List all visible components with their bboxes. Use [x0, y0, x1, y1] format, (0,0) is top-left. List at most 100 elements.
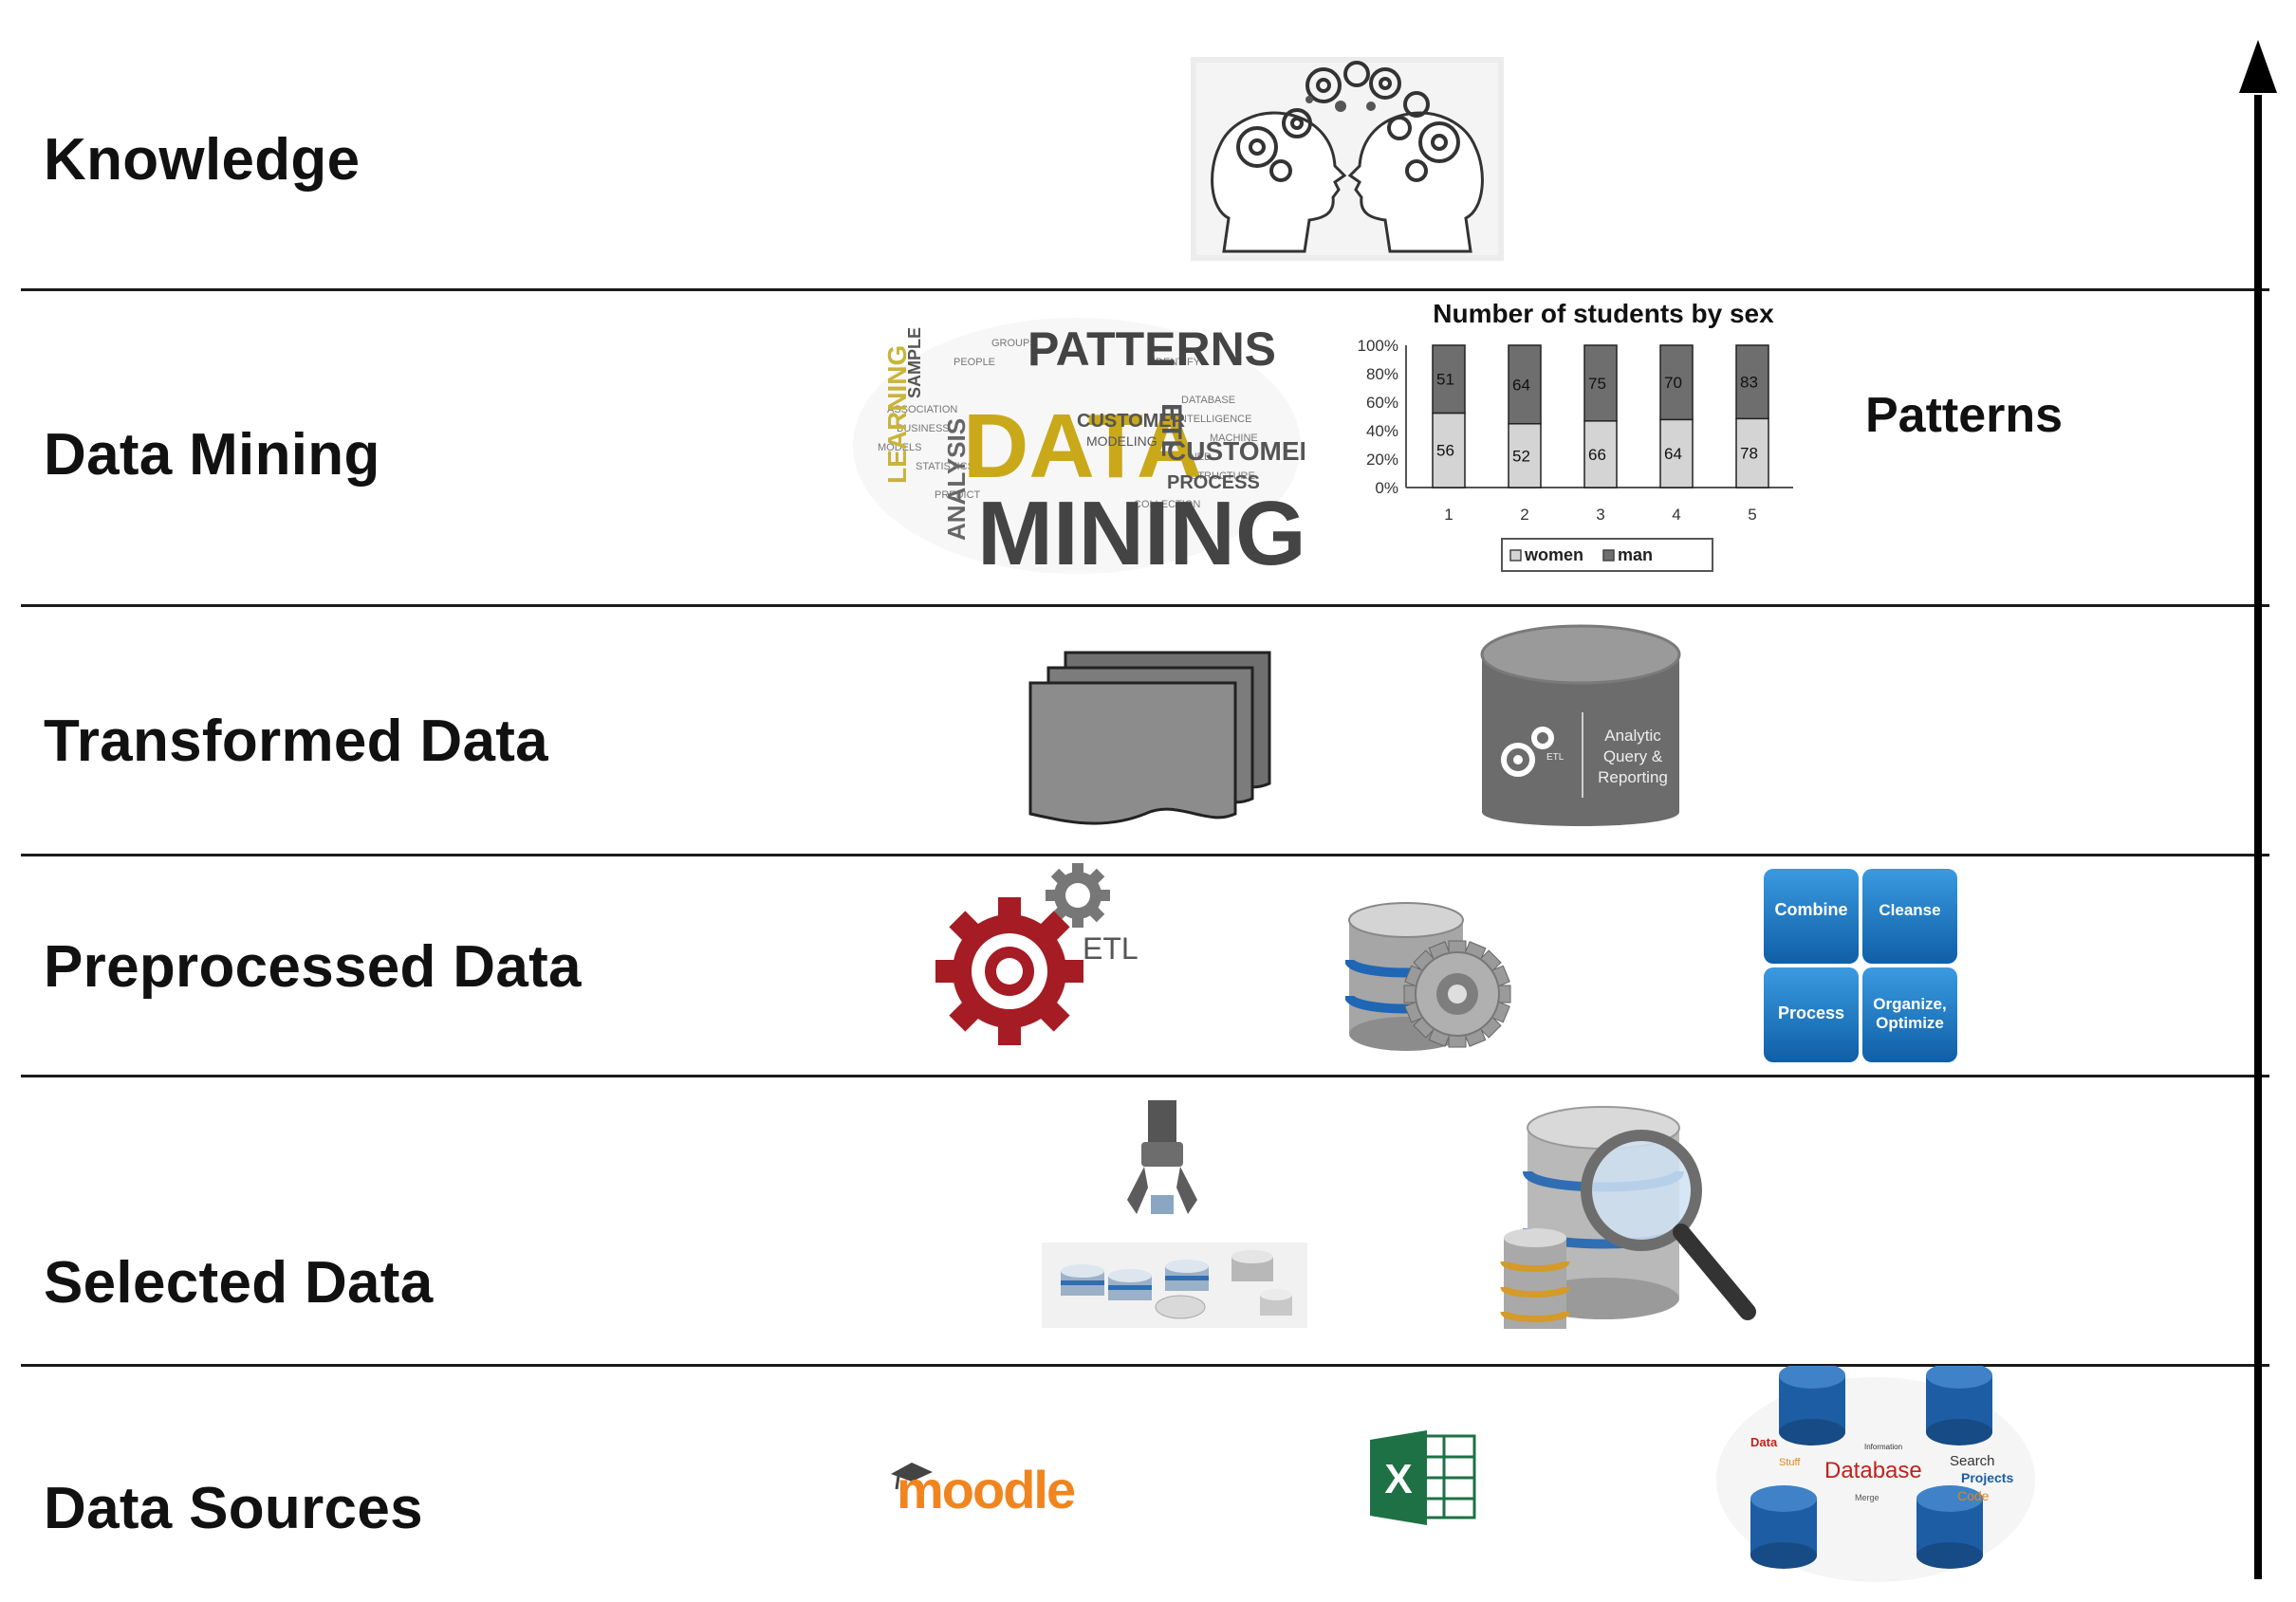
svg-text:LEARNED: LEARNED — [1162, 451, 1212, 463]
y-tick-label: 100% — [1358, 337, 1398, 355]
tile-combine — [1764, 869, 1859, 964]
cloud-word-stuff: Stuff — [1779, 1457, 1801, 1468]
heads-gears-icon — [1191, 57, 1504, 261]
x-tick-label: 2 — [1520, 506, 1528, 524]
y-tick-label: 60% — [1366, 394, 1398, 412]
moodle-logo: moodle — [891, 1460, 1077, 1518]
bar-data-label-man: 83 — [1740, 374, 1758, 392]
database-gear-icon — [1345, 902, 1511, 1051]
svg-text:ETL: ETL — [1156, 403, 1187, 457]
cylinder-line-1: Analytic — [1604, 727, 1661, 745]
x-axis-ticks: 1 2 3 4 5 — [1444, 506, 1756, 524]
patterns-label: Patterns — [1865, 388, 2064, 443]
svg-text:DATA: DATA — [963, 396, 1202, 497]
svg-text:MACHINE: MACHINE — [1210, 433, 1258, 444]
y-axis-ticks: 100% 80% 60% 40% 20% 0% — [1358, 337, 1398, 497]
cloud-word-search: Search — [1950, 1453, 1995, 1469]
bar-data-label-women: 66 — [1588, 446, 1606, 464]
svg-text:MINING: MINING — [977, 483, 1305, 579]
y-tick-label: 40% — [1366, 422, 1398, 440]
svg-text:INTELLIGENCE: INTELLIGENCE — [1176, 414, 1251, 425]
cloud-word-information: Information — [1864, 1443, 1902, 1451]
legend-swatch-women — [1509, 549, 1522, 562]
svg-text:PEOPLE: PEOPLE — [954, 357, 995, 368]
y-tick-label: 80% — [1366, 365, 1398, 383]
x-tick-label: 1 — [1444, 506, 1453, 524]
cloud-word-merge: Merge — [1855, 1493, 1879, 1502]
y-tick-label: 0% — [1375, 479, 1398, 497]
cylinder-line-2: Query & — [1603, 747, 1663, 765]
bar-segment-women — [1735, 417, 1769, 488]
y-tick-label: 20% — [1366, 451, 1398, 469]
bar-data-label-women: 64 — [1664, 445, 1682, 463]
svg-text:STRUCTURE: STRUCTURE — [1191, 470, 1255, 482]
svg-text:IDENTIFY: IDENTIFY — [1153, 357, 1201, 368]
tile-label-process: Process — [1778, 1004, 1844, 1022]
svg-text:CUSTOMERS: CUSTOMERS — [1167, 436, 1305, 466]
tier-label-data-mining: Data Mining — [44, 422, 380, 488]
svg-text:ANALYSIS: ANALYSIS — [942, 418, 971, 541]
database-magnifier-icon — [1500, 1106, 1756, 1329]
bar-segment-man — [1508, 344, 1542, 425]
legend-label-man: man — [1618, 545, 1653, 564]
tier-divider — [21, 1075, 2269, 1077]
x-tick-label: 3 — [1596, 506, 1604, 524]
svg-text:STATISTICS: STATISTICS — [916, 461, 974, 472]
bar-data-label-women: 56 — [1436, 442, 1454, 460]
tile-label-cleanse: Cleanse — [1879, 901, 1940, 919]
cylinder-line-3: Reporting — [1598, 768, 1668, 786]
moodle-wordmark: moodle — [897, 1460, 1075, 1518]
bar-segment-man — [1583, 344, 1618, 422]
svg-text:PROCESS: PROCESS — [1167, 472, 1260, 493]
bar-segment-women — [1508, 423, 1542, 488]
tier-label-knowledge: Knowledge — [44, 127, 361, 193]
chart-title: Number of students by sex — [1433, 299, 1774, 328]
svg-text:DATABASE: DATABASE — [1181, 395, 1235, 406]
svg-text:MODELS: MODELS — [878, 442, 921, 453]
svg-text:ASSOCIATION: ASSOCIATION — [887, 404, 957, 415]
x-tick-label: 5 — [1748, 506, 1756, 524]
tile-organize — [1862, 967, 1957, 1062]
cloud-word-projects: Projects — [1961, 1470, 2013, 1485]
up-arrow — [2239, 40, 2277, 1579]
tier-label-preprocessed-data: Preprocessed Data — [44, 934, 582, 1000]
bar-segment-man — [1432, 344, 1466, 414]
x-tick-label: 4 — [1672, 506, 1680, 524]
svg-text:GROUPS: GROUPS — [991, 338, 1037, 349]
bar-data-label-man: 64 — [1512, 376, 1530, 394]
legend-swatch-man — [1602, 549, 1615, 562]
tier-divider — [21, 604, 2269, 607]
cloud-word-data: Data — [1750, 1435, 1778, 1449]
svg-text:PREDICT: PREDICT — [935, 489, 981, 501]
tile-label-optimize: Optimize — [1876, 1014, 1944, 1032]
cylinder-database-icon: ETL Analytic Query & Reporting — [1480, 624, 1681, 826]
etl-label: ETL — [1083, 931, 1139, 966]
svg-text:MODELING: MODELING — [1086, 433, 1157, 449]
svg-text:LEARNING: LEARNING — [882, 345, 912, 484]
tier-divider — [21, 288, 2269, 291]
tier-label-data-sources: Data Sources — [44, 1476, 423, 1541]
cylinder-etl-tag: ETL — [1546, 752, 1565, 763]
excel-letter: X — [1384, 1456, 1412, 1502]
tier-label-transformed-data: Transformed Data — [44, 709, 548, 774]
bar-data-label-man: 70 — [1664, 374, 1682, 392]
etl-gear-icon: ETL — [935, 863, 1139, 1045]
document-stack-icon — [1028, 651, 1271, 825]
svg-text:COLLECTION: COLLECTION — [1134, 499, 1200, 510]
excel-icon: X — [1370, 1430, 1476, 1525]
stacked-bar-chart: Number of students by sex 100%80%60%40%2… — [1358, 299, 1793, 572]
bar-segment-man — [1659, 344, 1694, 421]
tile-label-combine: Combine — [1774, 900, 1847, 919]
cloud-word-database: Database — [1824, 1458, 1922, 1483]
svg-text:PATTERNS: PATTERNS — [1028, 322, 1276, 376]
legend-label-women: women — [1524, 545, 1583, 564]
database-cloud-icon: Data Database Search Projects Code Infor… — [1716, 1366, 2035, 1582]
word-cloud-icon: ASSOCIATION BUSINESS MODELS STATISTICS I… — [853, 318, 1305, 579]
svg-text:SAMPLE: SAMPLE — [905, 327, 924, 398]
bar-segment-man — [1735, 344, 1769, 420]
bar-data-label-man: 75 — [1588, 375, 1606, 393]
bar-data-label-women: 52 — [1512, 447, 1530, 465]
bar-data-label-man: 51 — [1436, 371, 1454, 389]
